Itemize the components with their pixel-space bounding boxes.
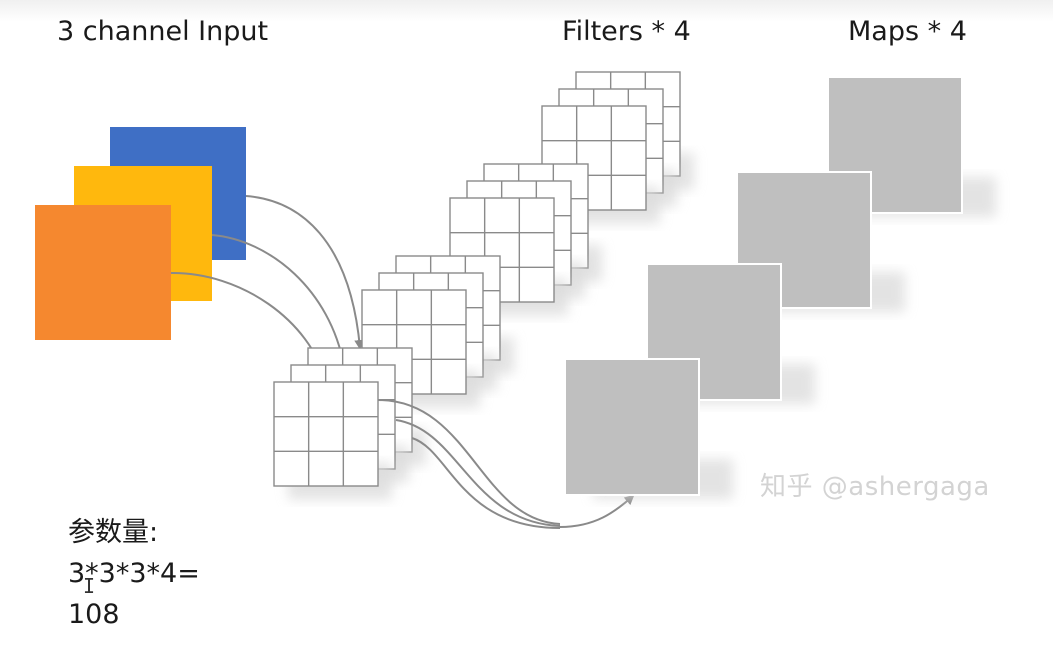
arrow-filter-3	[412, 438, 560, 528]
input-channel-front	[35, 205, 171, 340]
params-label: 参数量:	[68, 512, 200, 553]
filter-kernel	[274, 382, 392, 500]
watermark: 知乎 @ashergaga	[760, 466, 990, 503]
arrow-blue-channel	[246, 196, 360, 348]
filter-group-1	[274, 348, 426, 500]
params-result: 108	[68, 594, 200, 635]
text-cursor-icon: I	[83, 574, 95, 598]
input-channels	[35, 127, 246, 340]
arrow-to-map	[560, 496, 633, 527]
